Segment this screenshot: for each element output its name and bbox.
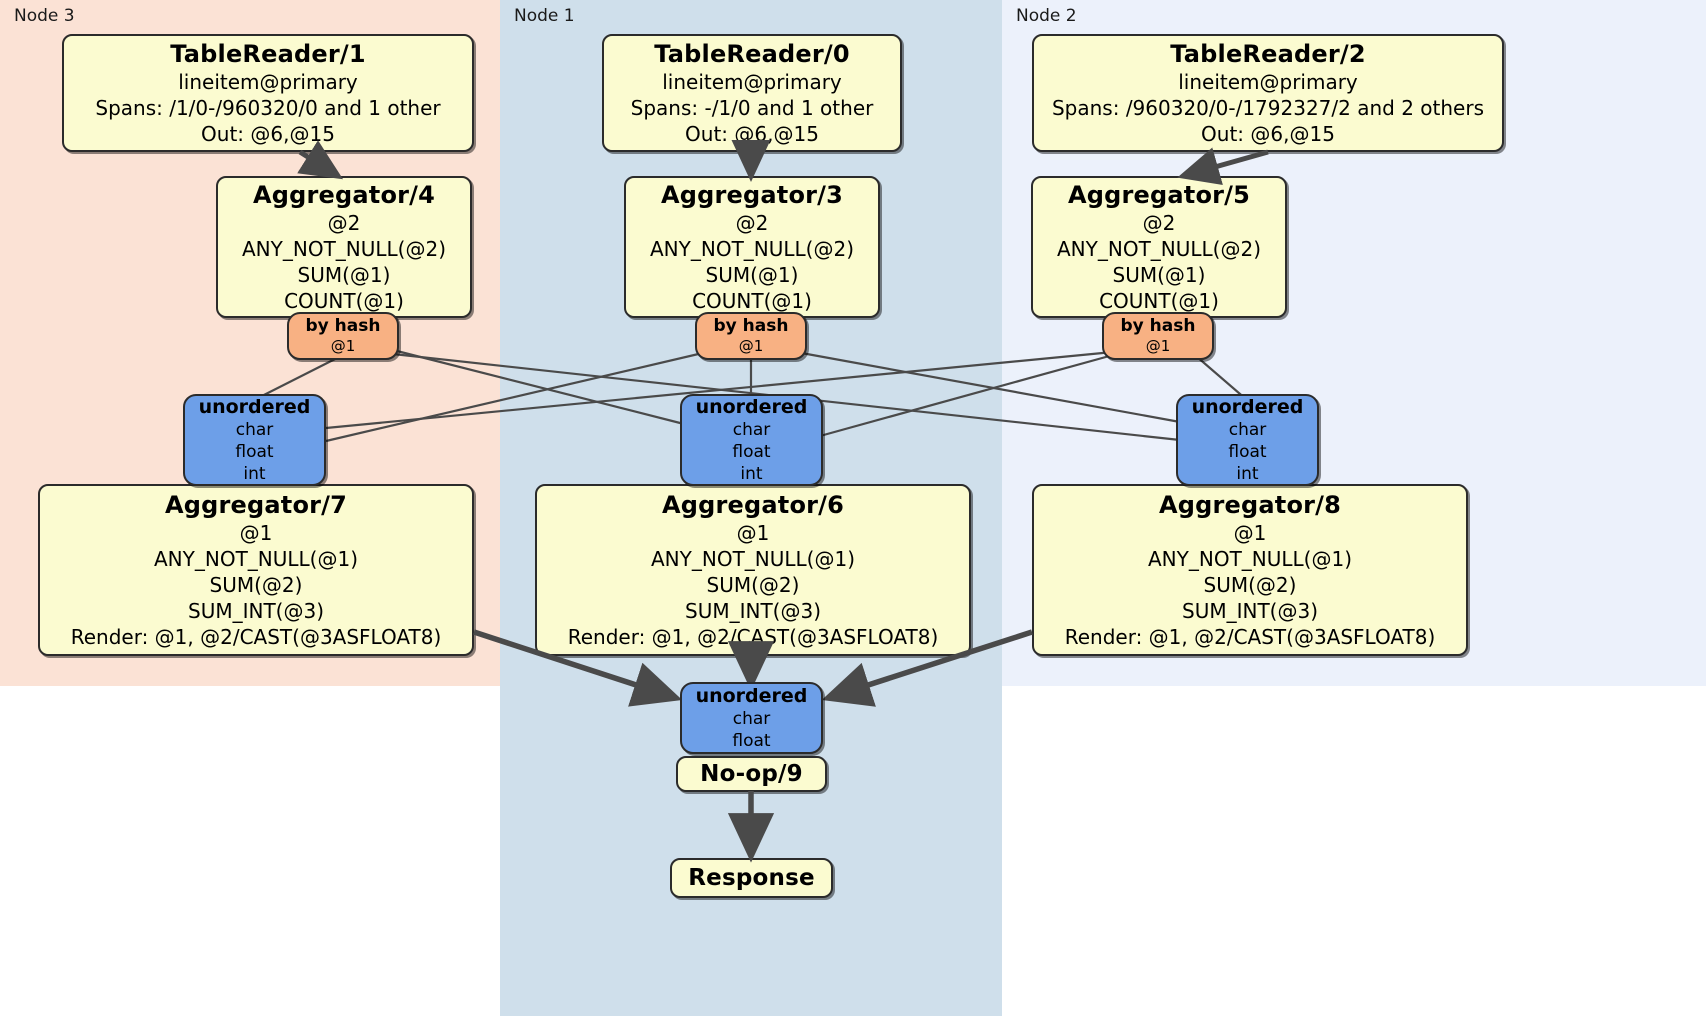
- processor-detail-line: SUM(@1): [705, 262, 799, 287]
- processor-detail-line: SUM_INT(@3): [188, 598, 324, 623]
- router-title: by hash: [713, 316, 789, 336]
- processor-tablereader-2[interactable]: TableReader/2 lineitem@primary Spans: /9…: [1032, 34, 1504, 152]
- processor-detail-line: SUM(@2): [706, 572, 800, 597]
- processor-title: No-op/9: [700, 761, 803, 787]
- sync-title: unordered: [1191, 396, 1304, 418]
- processor-title: Aggregator/6: [661, 490, 845, 519]
- processor-title: Aggregator/7: [164, 490, 348, 519]
- processor-detail-line: ANY_NOT_NULL(@1): [651, 546, 855, 571]
- sync-unordered-center[interactable]: unordered char float int: [680, 394, 823, 486]
- edge-agg7-finalsync: [473, 629, 683, 707]
- sync-type-line: char: [732, 709, 771, 729]
- router-detail-line: @1: [1145, 337, 1171, 355]
- sync-type-line: int: [740, 464, 763, 484]
- processor-detail-line: ANY_NOT_NULL(@1): [154, 546, 358, 571]
- router-by-hash-center[interactable]: by hash @1: [695, 312, 807, 360]
- router-by-hash-right[interactable]: by hash @1: [1102, 312, 1214, 360]
- processor-detail-line: COUNT(@1): [1099, 288, 1219, 313]
- processor-response[interactable]: Response: [670, 858, 833, 898]
- router-detail-line: @1: [738, 337, 764, 355]
- router-title: by hash: [305, 316, 381, 336]
- sync-type-line: float: [1228, 442, 1267, 462]
- processor-aggregator-7[interactable]: Aggregator/7 @1 ANY_NOT_NULL(@1) SUM(@2)…: [38, 484, 474, 656]
- processor-title: Aggregator/5: [1067, 180, 1251, 209]
- processor-aggregator-6[interactable]: Aggregator/6 @1 ANY_NOT_NULL(@1) SUM(@2)…: [535, 484, 971, 656]
- sync-title: unordered: [198, 396, 311, 418]
- processor-tablereader-1[interactable]: TableReader/1 lineitem@primary Spans: /1…: [62, 34, 474, 152]
- edge-hashleft-syncleft: [253, 354, 344, 401]
- edge-hashright-syncright: [1195, 355, 1248, 401]
- edge-agg8-finalsync: [821, 629, 1033, 707]
- processor-title: Response: [688, 865, 815, 891]
- processor-detail-line: SUM(@2): [209, 572, 303, 597]
- sync-title: unordered: [695, 685, 808, 707]
- edge-tr2-agg5: [1177, 147, 1269, 185]
- sync-title: unordered: [695, 396, 808, 418]
- processor-detail-line: @1: [1233, 520, 1267, 545]
- processor-detail-line: COUNT(@1): [284, 288, 404, 313]
- processor-detail-line: @1: [239, 520, 273, 545]
- router-detail-line: @1: [330, 337, 356, 355]
- sync-type-line: char: [235, 420, 274, 440]
- processor-detail-line: @2: [327, 210, 361, 235]
- processor-tablereader-0[interactable]: TableReader/0 lineitem@primary Spans: -/…: [602, 34, 902, 152]
- sync-type-line: float: [732, 731, 771, 751]
- processor-aggregator-8[interactable]: Aggregator/8 @1 ANY_NOT_NULL(@1) SUM(@2)…: [1032, 484, 1468, 656]
- processor-title: Aggregator/4: [252, 180, 436, 209]
- sync-type-line: int: [243, 464, 266, 484]
- processor-detail-line: Spans: /1/0-/960320/0 and 1 other: [95, 95, 441, 120]
- processor-detail-line: lineitem@primary: [662, 69, 842, 94]
- processor-title: Aggregator/3: [660, 180, 844, 209]
- processor-detail-line: Spans: -/1/0 and 1 other: [630, 95, 874, 120]
- edge-aggregator-to-final-sync-group: [473, 629, 1033, 707]
- processor-detail-line: SUM(@1): [297, 262, 391, 287]
- router-by-hash-left[interactable]: by hash @1: [287, 312, 399, 360]
- processor-detail-line: @2: [1142, 210, 1176, 235]
- processor-render-line: Render: @1, @2/CAST(@3ASFLOAT8): [1064, 624, 1436, 649]
- node-panel-label: Node 2: [1016, 6, 1077, 26]
- processor-detail-line: ANY_NOT_NULL(@2): [242, 236, 446, 261]
- processor-detail-line: @2: [735, 210, 769, 235]
- node-panel-label: Node 3: [14, 6, 75, 26]
- processor-detail-line: SUM_INT(@3): [685, 598, 821, 623]
- processor-detail-line: SUM_INT(@3): [1182, 598, 1318, 623]
- edge-hashright-syncleft: [325, 350, 1114, 430]
- processor-detail-line: Out: @6,@15: [1201, 121, 1335, 146]
- sync-unordered-right[interactable]: unordered char float int: [1176, 394, 1319, 486]
- edge-hashcenter-syncleft: [325, 350, 708, 443]
- processor-detail-line: SUM(@2): [1203, 572, 1297, 597]
- edge-hashcenter-syncright: [795, 350, 1181, 424]
- processor-detail-line: Spans: /960320/0-/1792327/2 and 2 others: [1051, 95, 1484, 120]
- router-title: by hash: [1120, 316, 1196, 336]
- sync-type-line: char: [732, 420, 771, 440]
- processor-title: TableReader/0: [654, 39, 850, 68]
- sync-type-line: int: [1236, 464, 1259, 484]
- processor-render-line: Render: @1, @2/CAST(@3ASFLOAT8): [70, 624, 442, 649]
- edge-tablereader-to-aggregator-group: [297, 140, 1269, 185]
- processor-detail-line: SUM(@1): [1112, 262, 1206, 287]
- processor-aggregator-4[interactable]: Aggregator/4 @2 ANY_NOT_NULL(@2) SUM(@1)…: [216, 176, 472, 318]
- processor-title: Aggregator/8: [1158, 490, 1342, 519]
- sync-unordered-final[interactable]: unordered char float: [680, 682, 823, 754]
- processor-detail-line: lineitem@primary: [178, 69, 358, 94]
- processor-title: TableReader/1: [170, 39, 366, 68]
- processor-detail-line: ANY_NOT_NULL(@2): [650, 236, 854, 261]
- processor-detail-line: ANY_NOT_NULL(@1): [1148, 546, 1352, 571]
- processor-detail-line: lineitem@primary: [1178, 69, 1358, 94]
- processor-detail-line: @1: [736, 520, 770, 545]
- sync-type-line: float: [732, 442, 771, 462]
- processor-detail-line: ANY_NOT_NULL(@2): [1057, 236, 1261, 261]
- edge-hashleft-synccenter: [392, 348, 685, 426]
- edge-hashright-synccenter: [819, 353, 1114, 438]
- sync-type-line: char: [1228, 420, 1267, 440]
- processor-aggregator-3[interactable]: Aggregator/3 @2 ANY_NOT_NULL(@2) SUM(@1)…: [624, 176, 880, 318]
- processor-detail-line: COUNT(@1): [692, 288, 812, 313]
- node-panel-label: Node 1: [514, 6, 575, 26]
- sync-type-line: float: [235, 442, 274, 462]
- sync-unordered-left[interactable]: unordered char float int: [183, 394, 326, 486]
- processor-title: TableReader/2: [1170, 39, 1366, 68]
- edge-tr1-agg4: [297, 140, 344, 180]
